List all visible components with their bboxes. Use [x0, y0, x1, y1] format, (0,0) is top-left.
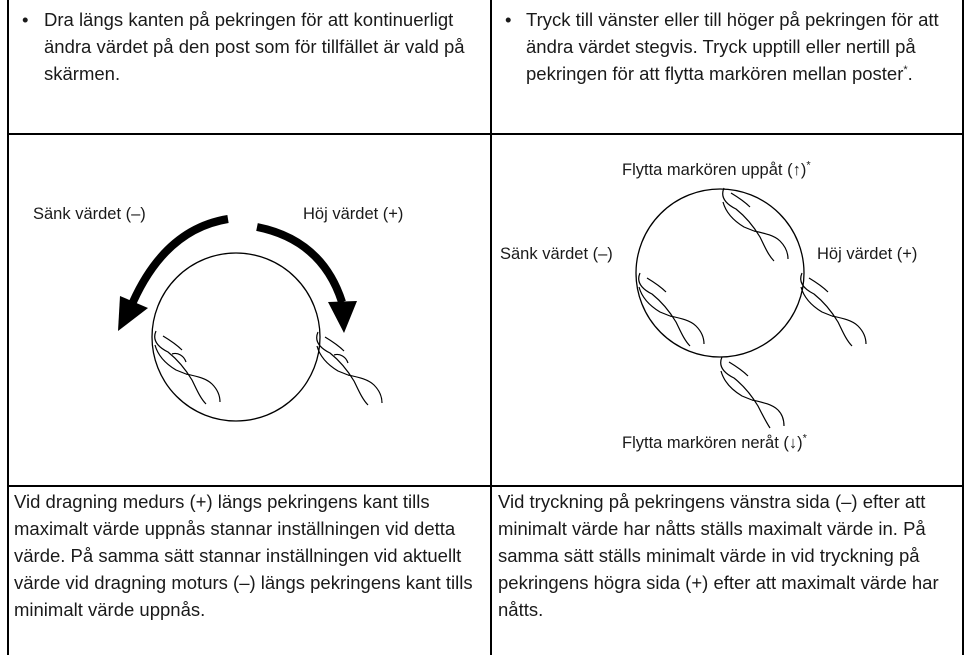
right-touch-ring-diagram: [635, 187, 867, 429]
arrow-head-right: [328, 301, 357, 333]
right-up-label: Flytta markören uppåt (↑)*: [622, 159, 811, 180]
hand-icon: [722, 187, 789, 262]
arrow-counterclockwise-icon: [129, 215, 229, 304]
hand-icon: [316, 331, 383, 406]
right-decrease-label: Sänk värdet (–): [500, 245, 613, 263]
left-touch-ring-diagram: [118, 215, 383, 422]
top-left-instruction: • Dra längs kanten på pekringen för att …: [22, 6, 482, 87]
arrow-clockwise-icon: [256, 223, 346, 304]
top-left-text: Dra längs kanten på pekringen för att ko…: [44, 9, 465, 84]
footnote-mark: *: [806, 159, 811, 172]
left-increase-label: Höj värdet (+): [303, 205, 404, 223]
top-right-text: Tryck till vänster eller till höger på p…: [526, 9, 939, 84]
right-increase-label: Höj värdet (+): [817, 245, 918, 263]
footnote-mark: *: [903, 63, 908, 76]
table-border-right: [962, 0, 964, 655]
hand-icon: [800, 272, 867, 347]
footnote-mark: *: [802, 432, 807, 445]
right-down-label: Flytta markören neråt (↓)*: [622, 432, 807, 453]
left-decrease-label: Sänk värdet (–): [33, 205, 146, 223]
bullet: •: [505, 9, 512, 30]
table-row-divider-1: [7, 133, 964, 135]
up-label-text: Flytta markören uppåt (↑): [622, 161, 807, 179]
hand-icon: [638, 272, 705, 347]
top-right-text-block: Tryck till vänster eller till höger på p…: [505, 6, 955, 87]
top-right-instruction: • Tryck till vänster eller till höger på…: [505, 6, 955, 87]
table-divider-center: [490, 0, 492, 655]
table-border-left: [7, 0, 9, 655]
down-label-text: Flytta markören neråt (↓): [622, 434, 803, 452]
bullet: •: [22, 9, 29, 30]
table-row-divider-2: [7, 485, 964, 487]
arrow-head-left: [118, 296, 148, 331]
top-right-text-end: .: [907, 63, 913, 84]
hand-icon: [154, 330, 221, 405]
touch-ring: [635, 188, 805, 358]
bottom-left-text: Vid dragning medurs (+) längs pekringens…: [14, 491, 473, 620]
hand-icon: [720, 356, 785, 429]
touch-ring: [151, 252, 321, 422]
bottom-right-text: Vid tryckning på pekringens vänstra sida…: [498, 491, 939, 620]
